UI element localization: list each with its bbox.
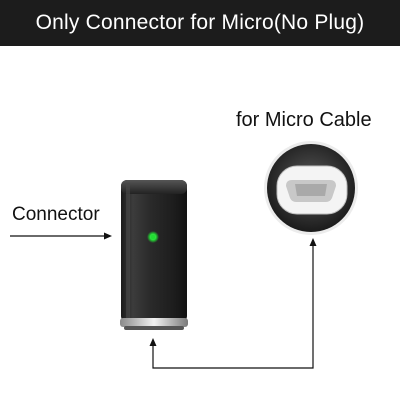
arrow-head-icon — [149, 338, 157, 346]
link-arrows — [149, 238, 317, 369]
connector-label: Connector — [12, 204, 100, 225]
micro-cable-label: for Micro Cable — [236, 109, 372, 131]
connector-highlight — [126, 184, 130, 318]
micro-port-inner — [295, 184, 327, 196]
micro-cable-closeup — [264, 141, 358, 235]
banner-title: Only Connector for Micro(No Plug) — [35, 11, 365, 34]
connector-base — [124, 326, 184, 330]
led-dot — [150, 234, 156, 240]
link-arrow-line — [152, 246, 314, 369]
connector-metal-ring — [120, 318, 188, 327]
connector-body — [121, 180, 187, 322]
arrow-head-icon — [104, 232, 112, 240]
connector-top — [121, 180, 187, 194]
arrow-head-icon — [309, 238, 317, 246]
connector-arrow — [10, 232, 112, 240]
top-banner: Only Connector for Micro(No Plug) — [0, 0, 400, 46]
magnetic-connector — [120, 180, 188, 330]
